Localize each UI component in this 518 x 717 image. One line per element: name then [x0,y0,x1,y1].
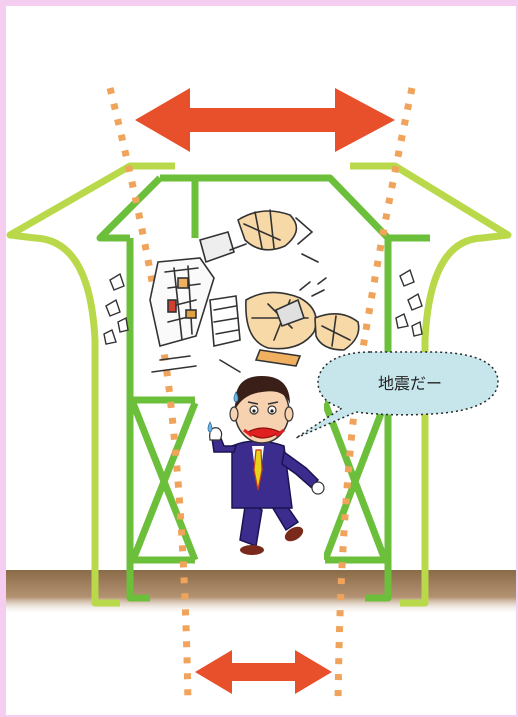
left-debris-fragments-icon [103,272,129,345]
right-debris-fragments-icon [395,268,423,337]
right-axis-dotted-line [334,87,416,706]
outer-building-outline [6,162,512,607]
ground-band [6,570,516,615]
speech-bubble: 地震だー [295,351,499,439]
left-axis-dotted-line [106,87,192,706]
top-sway-arrow-icon [135,88,395,152]
bottom-sway-arrow-icon [195,650,332,694]
falling-debris-icon [149,209,360,373]
speech-bubble-shape [295,351,499,439]
speech-bubble-text: 地震だー [378,374,442,393]
panicked-man-icon [207,376,325,555]
